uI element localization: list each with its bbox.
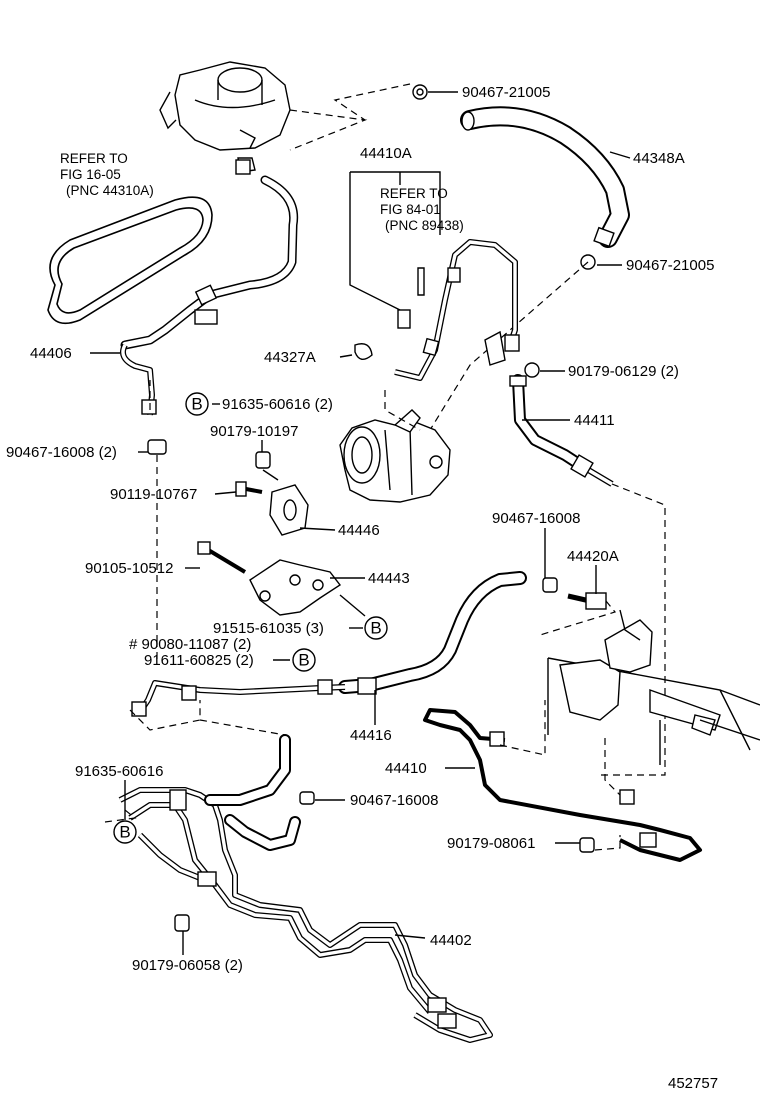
label-44416: 44416 (350, 727, 392, 744)
nut-90179-06058 (174, 914, 190, 932)
label-44446: 44446 (338, 522, 380, 539)
svg-text:(PNC 44310A): (PNC 44310A) (66, 183, 154, 198)
leader-91635-low (104, 809, 137, 823)
label-91635-60616-low: 91635-60616 (75, 763, 163, 780)
label-91515-61035: 91515-61035 (3) (213, 620, 324, 637)
nut-90179-10197 (255, 451, 271, 469)
svg-text:FIG 84-01: FIG 84-01 (380, 202, 441, 217)
svg-text:B: B (119, 823, 130, 842)
label-90179-10197: 90179-10197 (210, 423, 298, 440)
label-90467-21005-a: 90467-21005 (462, 84, 550, 101)
svg-text:REFER TO: REFER TO (380, 186, 448, 201)
union-44420A (567, 592, 607, 610)
bracket-44443 (249, 559, 342, 616)
drive-belt (47, 196, 213, 325)
label-90080-11087: # 90080-11087 (2) (129, 636, 251, 653)
label-44402: 44402 (430, 932, 472, 949)
svg-text:B: B (191, 395, 202, 414)
sensor-plug (417, 267, 425, 296)
label-90467-16008-low: 90467-16008 (350, 792, 438, 809)
label-44406: 44406 (30, 345, 72, 362)
leader-nut-08061 (594, 835, 621, 851)
marker-b-bottom: B (113, 820, 137, 844)
pressure-tube-44410A (394, 239, 520, 381)
leader-nut-bracket (262, 469, 279, 481)
reservoir-leader (289, 109, 368, 151)
label-44420A: 44420A (567, 548, 619, 565)
svg-text:REFER TO: REFER TO (60, 151, 128, 166)
label-90179-06058: 90179-06058 (2) (132, 957, 243, 974)
label-90105-10512: 90105-10512 (85, 560, 173, 577)
reservoir-illustration (159, 61, 291, 173)
leader-44420A (539, 600, 617, 636)
leader-44443-B (339, 594, 366, 617)
o-ring-44327A (354, 343, 373, 360)
leader-clamp-right (429, 261, 589, 431)
leader-44410-gear (604, 738, 621, 796)
clamp-90467-16008-mid (542, 577, 558, 593)
refer-note-sensor: REFER TO FIG 84-01 (PNC 89438) (380, 186, 464, 233)
label-44348A: 44348A (633, 150, 685, 167)
return-tube-44410 (423, 708, 702, 862)
label-44411: 44411 (574, 412, 615, 429)
label-90467-16008-mid: 90467-16008 (492, 510, 580, 527)
clamp-90467-16008-left (147, 439, 167, 455)
clamp-top (412, 84, 428, 100)
bracket-44410A-top (350, 171, 441, 235)
svg-text:B: B (370, 619, 381, 638)
label-90179-08061: 90179-08061 (447, 835, 535, 852)
cooler-tubes-44402 (118, 787, 493, 1043)
label-90179-06129: 90179-06129 (2) (568, 363, 679, 380)
label-90119-10767: 90119-10767 (110, 486, 197, 503)
bolt-90119-10767 (235, 481, 263, 497)
nut-90179-08061 (579, 837, 595, 853)
clip-reservoir (235, 159, 251, 175)
leader-44411 (600, 483, 666, 776)
leader-clamp-top (333, 83, 411, 121)
leader-lines (90, 91, 631, 955)
pump-leader (384, 390, 421, 431)
label-90467-16008-left: 90467-16008 (2) (6, 444, 117, 461)
bolt-90179-06129 (524, 362, 540, 378)
label-44443: 44443 (368, 570, 410, 587)
clamp-90467-16008-low (299, 791, 315, 805)
hose-44411 (509, 374, 614, 487)
svg-text:(PNC 89438): (PNC 89438) (385, 218, 464, 233)
label-44410: 44410 (385, 760, 427, 777)
bracket-44410A-left (349, 172, 401, 311)
label-91635-60616-top: 91635-60616 (2) (222, 396, 333, 413)
label-91611-60825: 91611-60825 (2) (144, 652, 254, 669)
hose-lower (204, 734, 301, 851)
steering-gear (547, 609, 760, 765)
hose-44416 (131, 571, 527, 717)
diagram-id: 452757 (668, 1075, 718, 1092)
return-hose-44406 (120, 175, 299, 416)
hose-44348A (460, 106, 630, 248)
leader-44410 (499, 700, 546, 756)
power-steering-pump (339, 409, 451, 503)
bolt-90105-10512 (197, 541, 247, 574)
label-44327A: 44327A (264, 349, 316, 366)
label-90467-21005-b: 90467-21005 (626, 257, 714, 274)
marker-b-top: B (185, 392, 209, 416)
leader-44416-left (129, 700, 286, 736)
label-44410A: 44410A (360, 145, 412, 162)
svg-text:B: B (298, 651, 309, 670)
marker-b-lower: B (292, 648, 316, 672)
bracket-44446 (269, 484, 309, 536)
svg-text:FIG 16-05: FIG 16-05 (60, 167, 121, 182)
refer-note-belt: REFER TO FIG 16-05 (PNC 44310A) (60, 151, 154, 198)
marker-b-mid: B (364, 616, 388, 640)
